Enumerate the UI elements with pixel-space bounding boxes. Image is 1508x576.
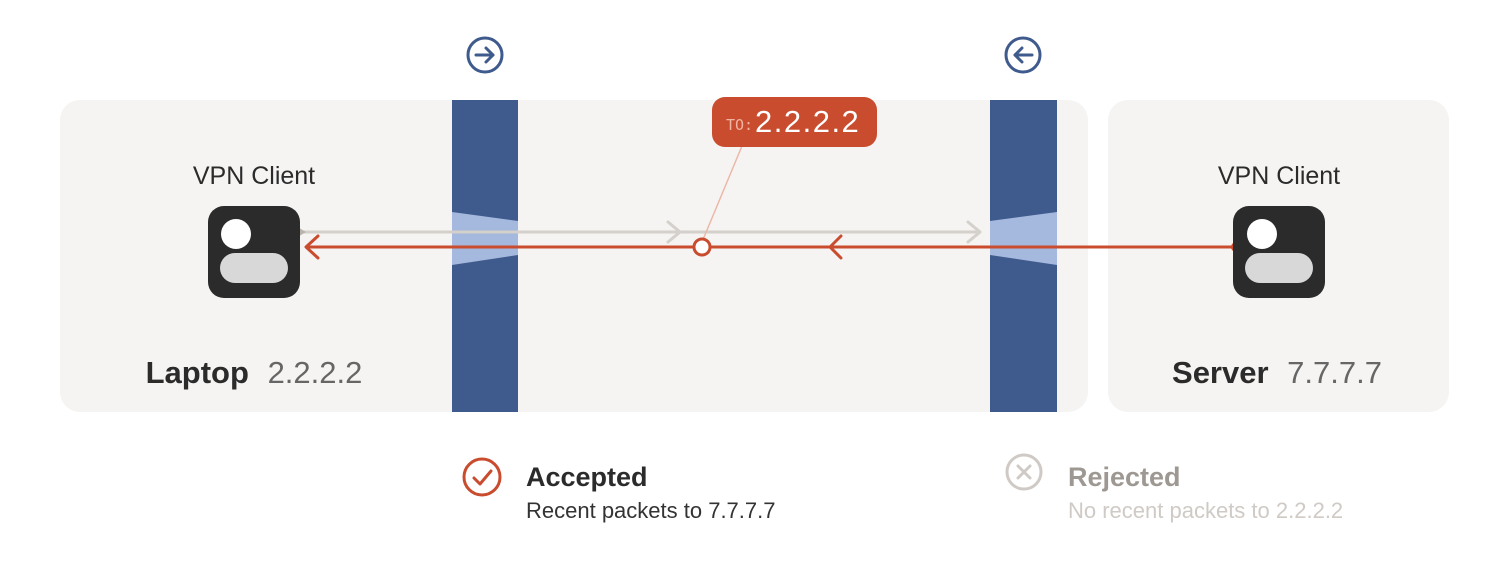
rejected-title: Rejected <box>1068 462 1181 492</box>
user-device-icon <box>1233 206 1325 298</box>
left-firewall-port <box>452 212 518 265</box>
arrow-left-circle-icon <box>1004 36 1042 74</box>
x-circle-icon <box>1005 453 1043 491</box>
left-node-label: Laptop 2.2.2.2 <box>146 355 363 390</box>
packet-label-address: 2.2.2.2 <box>755 104 860 139</box>
packet-callout-leader <box>701 145 743 243</box>
packet-marker <box>692 237 712 257</box>
left-node-role: VPN Client <box>193 162 315 190</box>
right-firewall-port <box>990 212 1057 265</box>
user-device-icon <box>208 206 300 298</box>
accepted-title: Accepted <box>526 462 648 492</box>
accepted-detail: Recent packets to 7.7.7.7 <box>526 498 776 523</box>
left-node-name: Laptop <box>146 355 249 390</box>
right-node-name: Server <box>1172 355 1269 390</box>
arrow-right-circle-icon <box>466 36 504 74</box>
packet-label-tag: TO: 2.2.2.2 <box>712 97 877 147</box>
right-node-role: VPN Client <box>1218 162 1340 190</box>
packet-label-prefix: TO: <box>726 116 753 134</box>
right-node-label: Server 7.7.7.7 <box>1172 355 1382 390</box>
right-node-ip: 7.7.7.7 <box>1287 355 1382 390</box>
check-circle-icon <box>462 457 502 497</box>
rejected-detail: No recent packets to 2.2.2.2 <box>1068 498 1343 523</box>
left-node-ip: 2.2.2.2 <box>268 355 363 390</box>
left-node-panel <box>60 100 1088 412</box>
